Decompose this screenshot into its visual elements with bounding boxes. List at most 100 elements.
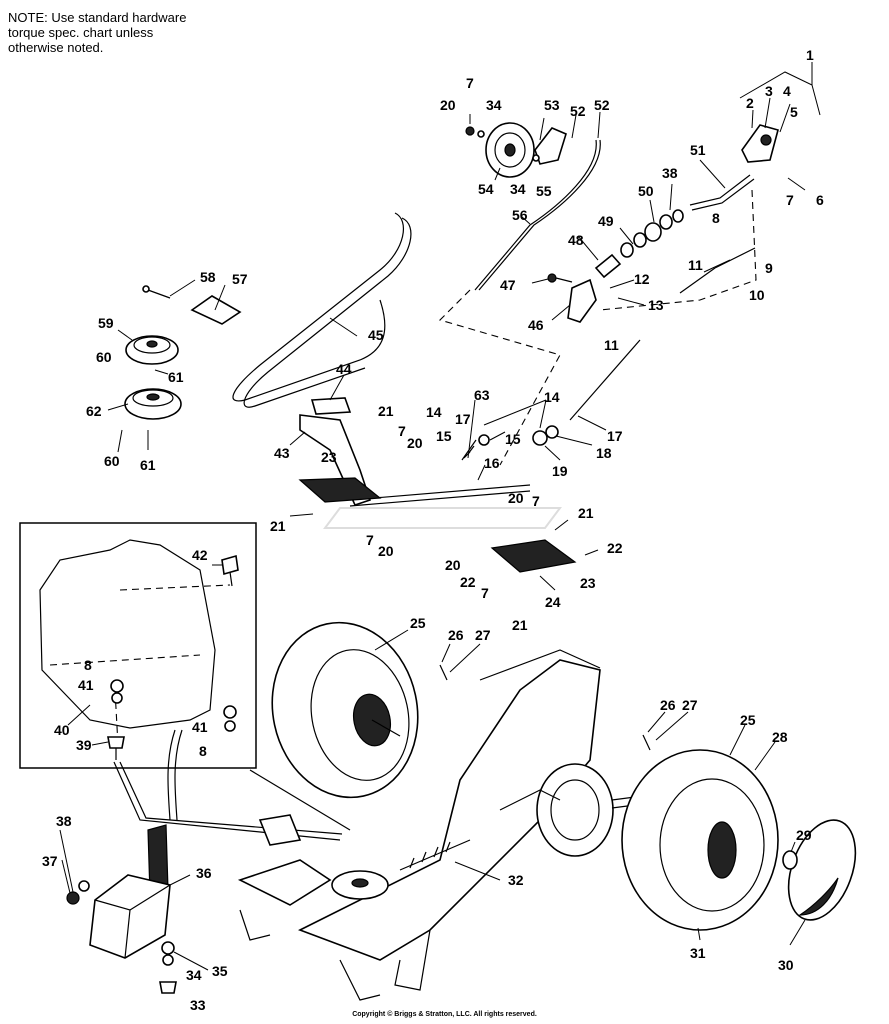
callout-37: 37 <box>42 853 58 869</box>
callout-19: 19 <box>552 463 568 479</box>
callout-61-a: 61 <box>168 369 184 385</box>
callout-23-b: 23 <box>580 575 596 591</box>
callout-17-a: 17 <box>455 411 471 427</box>
callout-27-a: 27 <box>475 627 491 643</box>
callout-20-e: 20 <box>445 557 461 573</box>
callout-20-c: 20 <box>508 490 524 506</box>
transaxle <box>536 763 651 857</box>
pulley-59 <box>125 335 179 365</box>
callout-22-a: 22 <box>607 540 623 556</box>
callout-15-a: 15 <box>436 428 452 444</box>
callout-2: 2 <box>746 95 754 111</box>
callout-7-c: 7 <box>398 423 406 439</box>
callout-52-b: 52 <box>594 97 610 113</box>
callout-3: 3 <box>765 83 773 99</box>
callout-38-b: 38 <box>56 813 72 829</box>
tire-left-25 <box>271 621 419 799</box>
callout-58: 58 <box>200 269 216 285</box>
callout-59: 59 <box>98 315 114 331</box>
clamp-assembly <box>741 124 779 163</box>
callout-23-a: 23 <box>321 449 337 465</box>
callout-57: 57 <box>232 271 248 287</box>
callout-46: 46 <box>528 317 544 333</box>
shift-rod-51 <box>689 174 755 211</box>
callout-21-d: 21 <box>512 617 528 633</box>
callout-9: 9 <box>765 260 773 276</box>
callout-35: 35 <box>212 963 228 979</box>
callout-42: 42 <box>192 547 208 563</box>
callout-24: 24 <box>545 594 561 610</box>
callout-20-a: 20 <box>440 97 456 113</box>
callout-25-b: 25 <box>740 712 756 728</box>
rod-11 <box>569 247 756 421</box>
bolt-47 <box>547 273 573 283</box>
callout-54: 54 <box>478 181 494 197</box>
watermark-logo <box>323 507 562 529</box>
cap-29 <box>782 850 798 870</box>
callout-44: 44 <box>336 361 352 377</box>
callout-32: 32 <box>508 872 524 888</box>
callout-51: 51 <box>690 142 706 158</box>
callout-56: 56 <box>512 207 528 223</box>
callout-27-b: 27 <box>682 697 698 713</box>
pin-58 <box>142 285 171 299</box>
callout-8-b: 8 <box>84 657 92 673</box>
callout-7-a: 7 <box>786 192 794 208</box>
pad-44 <box>310 397 352 415</box>
callout-41-b: 41 <box>192 719 208 735</box>
callout-26-b: 26 <box>660 697 676 713</box>
callout-34-c: 34 <box>186 967 202 983</box>
drive-belt <box>232 212 412 408</box>
callout-7-d: 7 <box>532 493 540 509</box>
hardware-33-35 <box>159 941 177 994</box>
leader-lines <box>59 62 821 971</box>
callout-30: 30 <box>778 957 794 973</box>
callout-15-b: 15 <box>505 431 521 447</box>
callout-14-b: 14 <box>544 389 560 405</box>
callout-8-a: 8 <box>712 210 720 226</box>
valve-26-27 <box>439 664 651 751</box>
callout-6: 6 <box>816 192 824 208</box>
callout-61-b: 61 <box>140 457 156 473</box>
bracket-57 <box>190 295 242 325</box>
callout-40: 40 <box>54 722 70 738</box>
callout-48: 48 <box>568 232 584 248</box>
spring-32 <box>399 839 471 871</box>
callout-45: 45 <box>368 327 384 343</box>
callout-52-a: 52 <box>570 103 586 119</box>
callout-49: 49 <box>598 213 614 229</box>
copyright-line: Copyright © Briggs & Stratton, LLC. All … <box>352 1011 537 1018</box>
callout-12: 12 <box>634 271 650 287</box>
bolt-39 <box>107 736 125 760</box>
callout-55: 55 <box>536 183 552 199</box>
callout-25-a: 25 <box>410 615 426 631</box>
callout-43: 43 <box>274 445 290 461</box>
callout-10: 10 <box>749 287 765 303</box>
drive-pulley-lower <box>331 870 389 900</box>
callout-13: 13 <box>648 297 664 313</box>
callout-21-c: 21 <box>578 505 594 521</box>
callout-62: 62 <box>86 403 102 419</box>
control-cable <box>474 139 601 291</box>
washer-nut-inset <box>110 679 237 732</box>
callout-41-a: 41 <box>78 677 94 693</box>
callout-34-a: 34 <box>486 97 502 113</box>
callout-5: 5 <box>790 104 798 120</box>
callout-20-b: 20 <box>407 435 423 451</box>
callout-22-b: 22 <box>460 574 476 590</box>
pedal-23-right <box>490 539 577 573</box>
callout-18: 18 <box>596 445 612 461</box>
callout-53: 53 <box>544 97 560 113</box>
inset-frame <box>19 522 257 769</box>
pulley-bracket <box>534 127 567 165</box>
hub-15-18-19 <box>478 425 559 446</box>
pulley-62 <box>124 388 182 420</box>
callout-8-c: 8 <box>199 743 207 759</box>
callout-36: 36 <box>196 865 212 881</box>
small-hardware-top <box>465 126 540 162</box>
callout-11-b: 11 <box>604 337 619 353</box>
lever-46 <box>567 278 597 323</box>
sleeve-48 <box>594 253 622 279</box>
callout-39: 39 <box>76 737 92 753</box>
